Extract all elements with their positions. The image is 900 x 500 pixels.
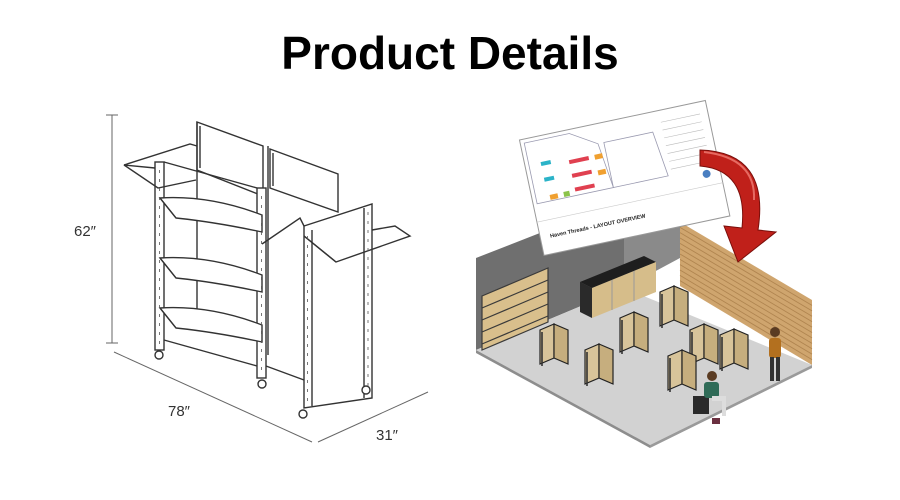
rack-casters <box>154 350 371 419</box>
rack-drawing <box>106 114 429 443</box>
room-divider <box>659 285 689 328</box>
checkout-counter <box>580 256 656 318</box>
page-title: Product Details <box>281 27 619 79</box>
room-divider <box>584 343 614 386</box>
layout-sheet: Haven Threads - LAYOUT OVERVIEW <box>518 99 731 257</box>
dimension-lines <box>106 114 429 443</box>
room-divider <box>719 328 749 371</box>
width-dimension: 78″ <box>168 403 191 420</box>
customer-figure <box>769 327 781 381</box>
wall-shelving <box>481 267 549 351</box>
height-dimension: 62″ <box>74 223 97 240</box>
depth-dimension: 31″ <box>376 427 399 444</box>
seated-figure <box>693 371 726 424</box>
room-dividers <box>539 285 749 392</box>
rack-shelves <box>158 196 263 343</box>
room-divider <box>689 323 719 366</box>
room-divider <box>539 323 569 366</box>
room-divider <box>667 349 697 392</box>
red-arrow-icon <box>699 149 778 263</box>
room-divider <box>619 311 649 354</box>
